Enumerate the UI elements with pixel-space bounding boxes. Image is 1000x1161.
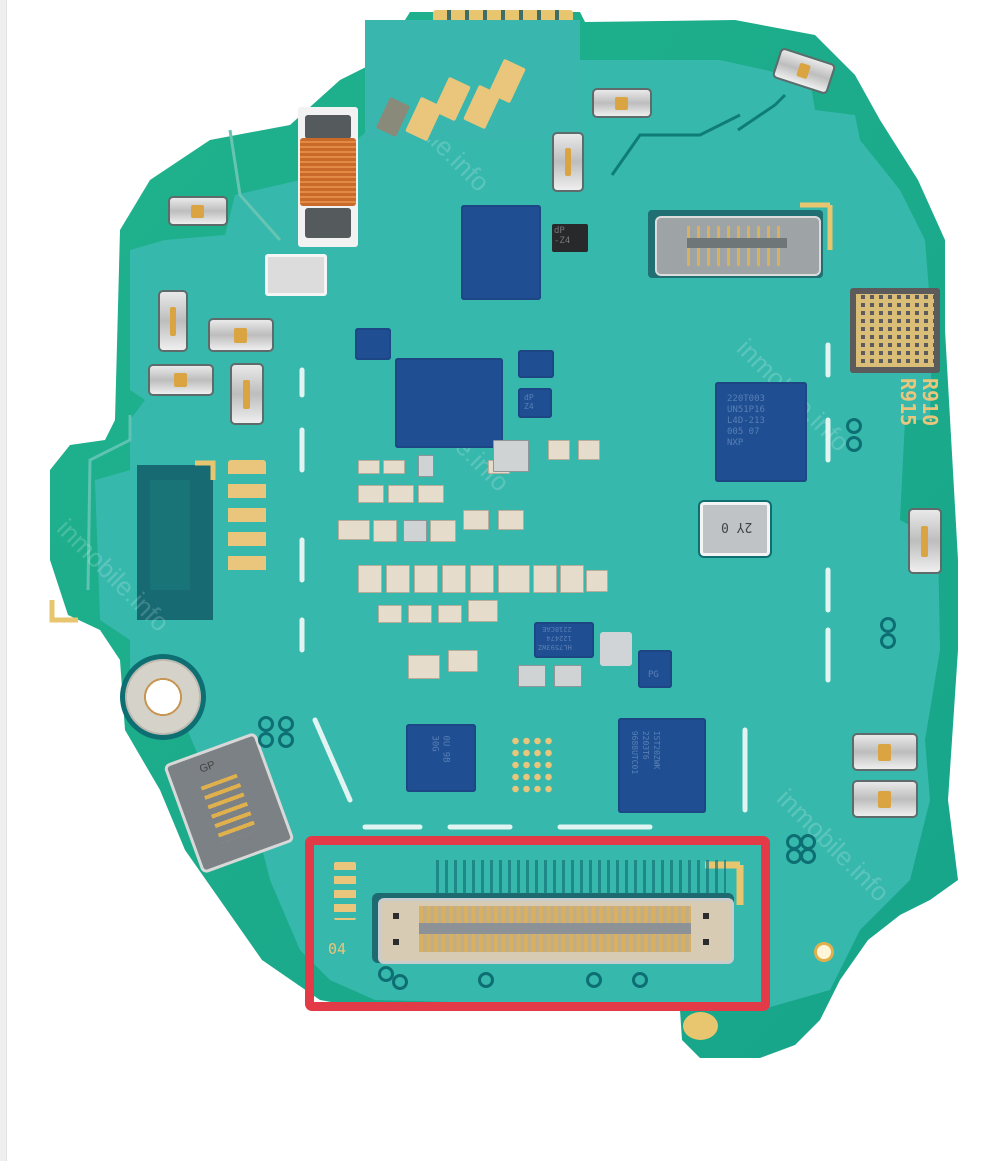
silkscreen-label-r915: R915 [896,378,920,427]
fiducial [814,942,834,962]
spring-contact [148,364,214,396]
spring-contact [852,780,918,818]
spring-contact [230,363,264,425]
datamatrix-code [850,288,940,373]
oscillator [265,254,327,296]
spring-contact [158,290,188,352]
spring-contact [552,132,584,192]
crystal: 2Y 0 [700,502,770,556]
chip-small [355,328,391,360]
highlight-box [305,836,770,1011]
chip-small-mid: dP Z4 [518,388,552,418]
chip-main-soc [395,358,503,448]
spring-contact [592,88,652,118]
viewer-left-edge [0,0,7,1161]
inductor-small [600,632,632,666]
chip-nxp-nfc: 220T003 UN51P16 L4D-213 005 07 NXP [715,382,807,482]
spring-contact [168,196,228,226]
b2b-connector-top [655,216,821,276]
chip-small-top: dP -Z4 [552,224,588,252]
bga-pads [510,735,555,795]
connector-traces [436,860,726,894]
chip-regulator: HL7593WZ 122474 2218CAE [534,622,594,658]
b2b-connector-main [378,898,734,964]
gold-finger-pads [228,460,266,575]
silkscreen-label-r910: R910 [918,378,942,427]
mounting-hole [125,659,201,735]
bottom-tab-pad [683,1012,718,1040]
spring-contact [852,733,918,771]
spring-contact [908,508,942,574]
chip-pmic-top [461,205,541,300]
chip-pg: PG [638,650,672,688]
silkscreen-label-04: 04 [328,940,347,958]
chip-small [518,350,554,378]
inductor-cap-top [305,115,351,139]
spring-contact [208,318,274,352]
passive-cluster [318,440,618,710]
inductor-cap-bottom [305,208,351,238]
side-pads [334,862,356,920]
chip-left-bottom: 0U 9B 30G [406,724,476,792]
chip-right-bottom: IST20ZWK 2203T6 9688UTC01 [618,718,706,813]
inductor-coil [300,138,356,206]
